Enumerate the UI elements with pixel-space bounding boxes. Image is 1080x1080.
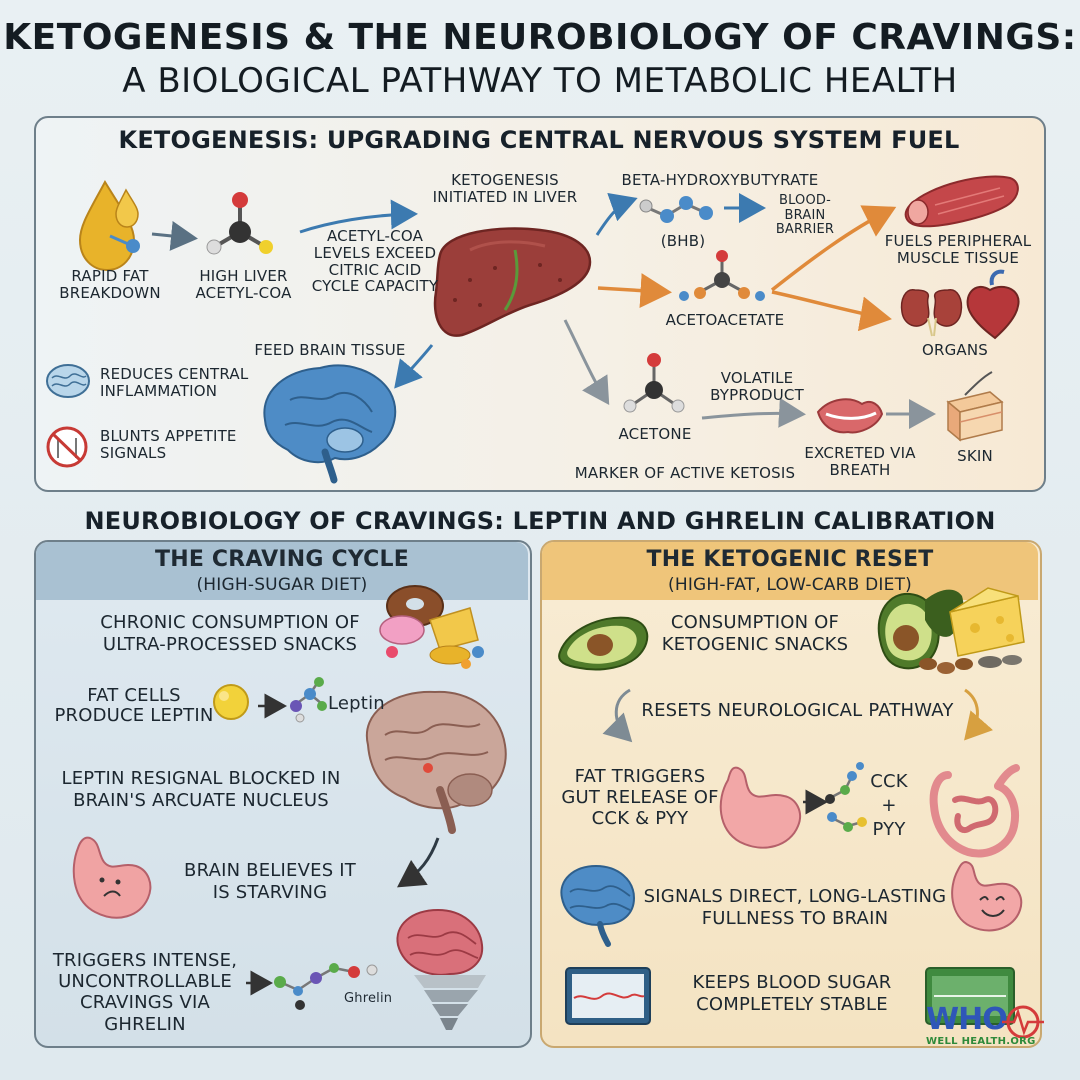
well-health-text: WELL HEALTH.ORG [926,1036,1036,1047]
liver-illustration [433,227,592,337]
blood-brain-barrier-label: BLOOD-BRAIN BARRIER [775,193,835,238]
keto-foods-illustration [877,587,1025,674]
blood-sugar-monitor-icon [565,967,651,1025]
ghrelin-molecule-icon [274,963,378,1010]
bhb-molecule-icon [639,196,713,223]
chronic-consumption-label: CHRONIC CONSUMPTION OF ULTRA-PROCESSED S… [100,612,360,655]
craving-cycle-title: THE CRAVING CYCLE [155,547,409,572]
fat-cell-icon [213,684,249,720]
who-logo-mark: WHO [926,1002,1008,1037]
cravings-heading: NEUROBIOLOGY OF CRAVINGS: LEPTIN AND GHR… [84,507,996,535]
stable-glucose-screen-icon [925,967,1015,1025]
acetyl-coa-note: ACETYL-CoA LEVELS EXCEED CITRIC ACID CYC… [311,227,439,296]
avocado-illustration [558,616,649,671]
volatile-byproduct-label: VOLATILE BYPRODUCT [710,369,804,404]
ghrelin-molecule-label: Ghrelin [344,991,393,1006]
happy-stomach-icon [951,860,1023,932]
resets-pathway-label: RESETS NEUROLOGICAL PATHWAY [641,700,954,721]
keto-consumption-label: CONSUMPTION OF KETOGENIC SNACKS [661,612,849,655]
keeps-blood-sugar-label: KEEPS BLOOD SUGAR COMPLETELY STABLE [692,972,892,1015]
reduces-inflammation-label: REDUCES CENTRAL INFLAMMATION [100,365,249,400]
main-subtitle: A BIOLOGICAL PATHWAY TO METABOLIC HEALTH [122,61,958,101]
excreted-via-breath-label: EXCRETED VIA BREATH [804,444,916,479]
acetyl-coa-molecule-icon [206,192,273,255]
fat-triggers-label: FAT TRIGGERS GUT RELEASE OF CCK & PYY [561,766,719,830]
intestines-icon [929,764,1020,858]
leptin-molecule-label: Leptin [328,693,385,714]
muscle-tissue-illustration [904,175,1019,228]
marker-of-ketosis-label: MARKER OF ACTIVE KETOSIS [574,464,796,482]
brain-illustration [263,364,397,484]
cck-label: CCK [870,771,908,792]
acetoacetate-molecule-icon [679,250,765,301]
rapid-fat-label: RAPID FAT BREAKDOWN [59,267,161,302]
skin-layers-icon [946,391,1004,442]
ketogenesis-illustrations [46,175,1020,484]
brain-craving-illustration [396,908,484,976]
organs-illustration [900,269,1020,340]
no-appetite-icon [46,426,88,468]
ketogenic-reset-title: THE KETOGENIC RESET [646,547,934,572]
triggers-cravings-label: TRIGGERS INTENSE, UNCONTROLLABLE CRAVING… [52,950,238,1035]
pyy-label: PYY [872,819,906,840]
stomach-icon [719,766,802,849]
fuels-muscle-label: FUELS PERIPHERAL MUSCLE TISSUE [884,232,1032,267]
leptin-resignal-label: LEPTIN RESIGNAL BLOCKED IN BRAIN'S ARCUA… [61,768,341,811]
fat-cells-leptin-label: FAT CELLS PRODUCE LEPTIN [54,685,214,727]
leptin-molecule-icon [290,677,327,723]
craving-cycle-subtitle: (HIGH-SUGAR DIET) [196,575,368,595]
acetoacetate-label: ACETOACETATE [665,311,785,329]
craving-cycle-header [36,542,528,600]
ketogenesis-heading: KETOGENESIS: UPGRADING CENTRAL NERVOUS S… [118,126,960,154]
well-health-logo: WHO WELL HEALTH.ORG [922,1002,1052,1054]
junk-food-illustration [379,585,484,669]
fat-droplet-icon [78,179,140,272]
skin-label: SKIN [957,447,993,465]
signals-fullness-label: SIGNALS DIRECT, LONG-LASTING FULLNESS TO… [643,886,947,929]
high-liver-acetyl-coa-label: HIGH LIVER ACETYL-CoA [195,267,292,302]
brain-fullness-icon [560,864,636,947]
acetone-molecule-icon [623,353,685,413]
inflammation-brain-icon [46,364,90,398]
cck-pyy-molecules-icon [825,762,867,832]
brain-sagittal-illustration [365,690,507,834]
acetone-label: ACETONE [618,425,692,443]
ketogenesis-initiated-label: KETOGENESIS INITIATED IN LIVER [432,171,578,206]
main-title: KETOGENESIS & THE NEUROBIOLOGY OF CRAVIN… [3,17,1077,58]
organs-label: ORGANS [921,341,989,359]
brain-starving-label: BRAIN BELIEVES IT IS STARVING [184,860,356,903]
sad-stomach-icon [72,836,152,919]
tornado-icon [414,975,486,1030]
bhb-title-label: BETA-HYDROXYBUTYRATE [621,171,819,189]
feed-brain-label: FEED BRAIN TISSUE [254,341,406,359]
heartbeat-icon [1002,1005,1044,1039]
ketogenic-reset-header [542,542,1038,600]
plus-label: + [881,795,897,816]
ketogenic-reset-subtitle: (HIGH-FAT, LOW-CARB DIET) [668,575,912,595]
blunts-appetite-label: BLUNTS APPETITE SIGNALS [100,427,237,462]
bhb-abbr-label: (BHB) [660,232,706,250]
breath-mouth-icon [816,398,884,434]
